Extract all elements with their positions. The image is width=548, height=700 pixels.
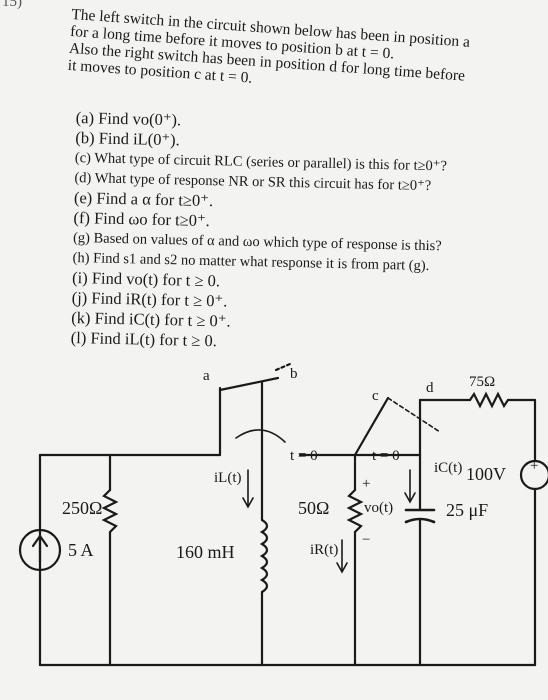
question-list: (a) Find vo(0⁺). (b) Find iL(0⁺). (c) Wh… bbox=[71, 108, 546, 359]
switch-c-dashed bbox=[387, 397, 441, 433]
voltage-source-label: 100V bbox=[466, 464, 506, 484]
switch-a-blade bbox=[218, 376, 280, 392]
circuit-diagram: a b c d 75Ω t = 0 t = 0 + − iL(t) iC(t) … bbox=[0, 360, 548, 700]
resistor-250 bbox=[101, 488, 119, 534]
resistor-50 bbox=[346, 488, 364, 534]
resistor-250-label: 250Ω bbox=[62, 498, 103, 518]
ic-arrowhead bbox=[404, 492, 416, 504]
vo-label: vo(t) bbox=[364, 500, 394, 516]
wire-b-top bbox=[274, 362, 292, 372]
voltage-source-plus: + bbox=[530, 458, 539, 474]
switch-c-label: c bbox=[372, 388, 379, 404]
current-source-arrowhead bbox=[31, 534, 49, 548]
problem-number: 15) bbox=[2, 0, 22, 10]
capacitor-label: 25 μF bbox=[446, 500, 489, 520]
switch-left-arc bbox=[235, 429, 286, 443]
current-source bbox=[18, 528, 62, 572]
current-source-label: 5 A bbox=[68, 540, 94, 560]
switch-b-label: b bbox=[290, 366, 298, 382]
inductor-label: 160 mH bbox=[176, 542, 235, 562]
switch-c-post bbox=[353, 396, 390, 457]
vo-minus-sign: − bbox=[362, 532, 371, 548]
ic-label: iC(t) bbox=[434, 460, 463, 476]
resistor-75 bbox=[468, 391, 510, 409]
resistor-75-label: 75Ω bbox=[469, 374, 496, 390]
inductor bbox=[259, 518, 269, 594]
switch-a-label: a bbox=[203, 368, 210, 384]
problem-prompt: The left switch in the circuit shown bel… bbox=[67, 6, 491, 103]
ir-label: iR(t) bbox=[310, 542, 339, 558]
circuit-wiring bbox=[18, 362, 548, 667]
switch-left-time: t = 0 bbox=[290, 448, 318, 464]
il-arrowhead bbox=[242, 497, 254, 509]
resistor-50-label: 50Ω bbox=[298, 498, 330, 518]
switch-right-time: t = 0 bbox=[372, 448, 400, 464]
switch-d-label: d bbox=[426, 380, 434, 396]
il-label: iL(t) bbox=[214, 470, 242, 486]
ir-arrowhead bbox=[336, 562, 348, 574]
vo-plus-sign: + bbox=[362, 476, 371, 492]
